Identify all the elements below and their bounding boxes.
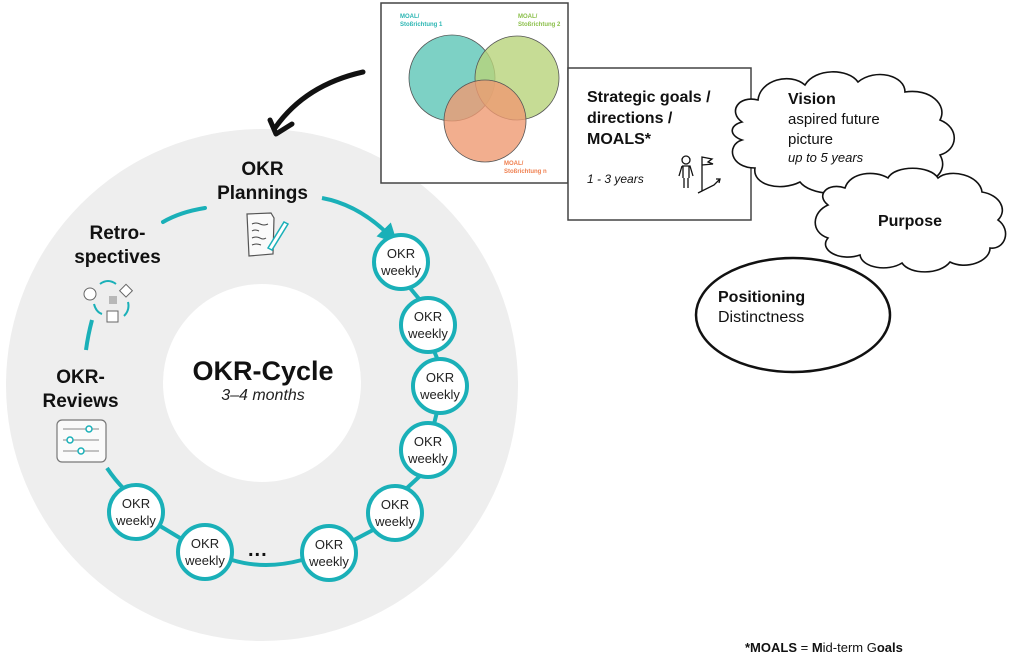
planning-line1: OKR (241, 159, 284, 180)
footnote-part: G (866, 640, 877, 655)
weekly-node: OKR weekly (108, 495, 164, 529)
venn-circle-n (443, 79, 527, 163)
weekly-node-line1: OKR (413, 434, 443, 449)
weekly-node-line2: weekly (420, 387, 460, 402)
sliders-icon (56, 419, 107, 463)
weekly-node-circle (372, 233, 430, 291)
retro-line1: Retro- (89, 223, 146, 244)
venn-label-2-line2: Stoßrichtung 2 (518, 22, 561, 28)
weekly-ellipsis: ... (248, 539, 268, 561)
weekly-node-line2: weekly (381, 263, 421, 278)
purpose-title: Purpose (877, 213, 942, 230)
weekly-node-circle (399, 296, 457, 354)
weekly-node-circle (399, 421, 457, 479)
weekly-node-circle (107, 483, 165, 541)
footnote-part: M (811, 640, 823, 655)
weekly-node-line1: OKR (425, 370, 455, 385)
weekly-node-line1: OKR (314, 537, 344, 552)
venn-label-n: MOAL/ Stoßrichtung n (504, 160, 547, 176)
vision-title: Vision (788, 91, 836, 108)
weekly-node-line2: weekly (309, 554, 349, 569)
positioning-ellipse (694, 256, 892, 374)
vision-line2: picture (788, 131, 834, 148)
weekly-node-line1: OKR (380, 497, 410, 512)
weekly-node: OKR weekly (367, 496, 423, 530)
weekly-node-circle (366, 484, 424, 542)
weekly-node-circle (411, 357, 469, 415)
review-line2: Reviews (42, 391, 119, 412)
weekly-node-line2: weekly (408, 451, 448, 466)
footnote-part: oals (876, 640, 903, 655)
positioning-title: Positioning (718, 289, 806, 306)
cycle-inner-circle (163, 284, 361, 482)
document-pen-icon (246, 212, 290, 257)
vision-line1: aspired future (788, 111, 880, 128)
weekly-node: OKR weekly (400, 308, 456, 342)
retro-line2: spectives (74, 247, 161, 268)
weekly-node-line2: weekly (408, 326, 448, 341)
vision-duration: up to 5 years (788, 150, 864, 165)
cycle-title: OKR-Cycle (192, 356, 334, 386)
review-line1: OKR- (56, 367, 105, 388)
vision-text: Vision aspired future picture up to 5 ye… (788, 90, 938, 166)
cycle-path-plan-to-retro (161, 206, 207, 224)
weekly-node-line2: weekly (185, 553, 225, 568)
cycle-duration: 3–4 months (221, 387, 305, 404)
footnote: *MOALS = Mid-term Goals (745, 640, 903, 655)
stage-retro-label: Retro- spectives (60, 222, 175, 270)
weekly-node-line1: OKR (190, 536, 220, 551)
vision-cloud (731, 71, 956, 195)
venn-label-n-line2: Stoßrichtung n (504, 169, 547, 175)
weekly-node: OKR weekly (412, 369, 468, 403)
venn-diagram (408, 34, 560, 163)
venn-label-1-line1: MOAL/ (400, 14, 420, 20)
weekly-node: OKR weekly (400, 433, 456, 467)
weekly-node-line2: weekly (116, 513, 156, 528)
venn-label-1-line2: Stoßrichtung 1 (400, 22, 443, 28)
positioning-subtitle: Distinctness (718, 309, 805, 326)
stage-review-label: OKR- Reviews (28, 366, 133, 414)
venn-label-2: MOAL/ Stoßrichtung 2 (518, 13, 560, 29)
venn-label-2-line1: MOAL/ (518, 14, 538, 20)
cycle-path-plan-to-weekly (321, 196, 398, 244)
cycle-path-retro-to-review (84, 319, 94, 351)
weekly-node-circle (300, 524, 358, 582)
footnote-part: id-term (822, 640, 867, 655)
strategic-goals-card (567, 67, 752, 221)
curved-arrow-icon (267, 69, 366, 137)
footnote-part: *MOALS (745, 640, 797, 655)
weekly-node-line2: weekly (375, 514, 415, 529)
weekly-node: OKR weekly (301, 536, 357, 570)
weekly-node-line1: OKR (386, 246, 416, 261)
venn-label-n-line1: MOAL/ (504, 161, 524, 167)
person-flag-icon (678, 155, 721, 194)
weekly-node: OKR weekly (373, 245, 429, 279)
weekly-node: OKR weekly (177, 535, 233, 569)
retrospective-cycle-icon (83, 280, 134, 323)
venn-label-1: MOAL/ Stoßrichtung 1 (400, 13, 442, 29)
positioning-text: Positioning Distinctness (718, 288, 805, 328)
strategic-duration: 1 - 3 years (587, 172, 644, 186)
strategic-title-line1: Strategic goals / (587, 89, 711, 106)
strategic-title-line2: directions / (587, 110, 673, 127)
stage-planning-label: OKR Plannings (205, 158, 320, 206)
weekly-node-line1: OKR (413, 309, 443, 324)
weekly-node-line1: OKR (121, 496, 151, 511)
weekly-node-circle (176, 523, 234, 581)
strategic-title-line3: MOALS* (587, 131, 651, 148)
cycle-center: OKR-Cycle 3–4 months (163, 356, 363, 405)
purpose-cloud (814, 167, 1007, 273)
strategic-title: Strategic goals / directions / MOALS* (587, 87, 747, 150)
planning-line2: Plannings (217, 183, 308, 204)
footnote-part: = (797, 640, 812, 655)
